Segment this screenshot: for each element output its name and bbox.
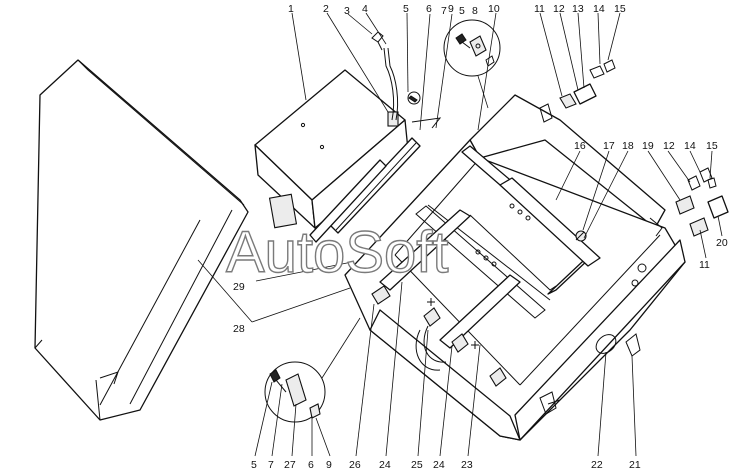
callout-label: 3 [344,5,350,17]
hood-panel [34,59,249,421]
callouts-right: 16 17 18 19 12 14 15 11 20 [574,140,728,271]
callout-label: 1 [288,3,294,15]
callout-label: 22 [591,459,603,471]
detail-circle-bottom [264,317,361,423]
callout-label: 28 [233,323,245,335]
callouts-top: 1 2 3 4 5 7 5 8 6 9 10 11 12 13 14 15 [288,3,626,17]
callout-label: 16 [574,140,586,152]
callout-label: 15 [706,140,718,152]
callout-label: 6 [308,459,314,471]
callout-label: 20 [716,237,728,249]
callout-label: 17 [603,140,615,152]
callout-label: 12 [663,140,675,152]
callout-label: 19 [642,140,654,152]
callout-label: 6 [426,3,432,15]
hold-down-bar [309,91,442,243]
callout-label: 24 [433,459,445,471]
callout-label: 8 [472,5,478,17]
callout-label: 9 [448,3,454,15]
callout-label: 21 [629,459,641,471]
callout-label: 5 [459,5,465,17]
callout-label: 10 [488,3,500,15]
callout-label: 2 [323,3,329,15]
callout-label: 27 [284,459,296,471]
leader-lines [197,12,723,457]
callout-label: 11 [699,259,710,271]
battery-tray-frame [344,94,686,441]
callout-label: 13 [572,3,584,15]
right-hardware [675,167,729,237]
callout-label: 7 [268,459,274,471]
callout-label: 7 [441,5,447,17]
callouts-left: 29 28 [233,281,245,335]
callout-label: 9 [326,459,332,471]
callout-label: 25 [411,459,423,471]
callout-label: 18 [622,140,634,152]
callout-label: 5 [251,459,257,471]
top-right-hardware [559,59,616,109]
callout-label: 14 [593,3,605,15]
callout-label: 4 [362,3,368,15]
detail-circle-top [443,19,501,109]
callout-label: 26 [349,459,361,471]
battery-box-cover [254,69,409,229]
watermark-text: AutoSoft [226,220,448,285]
cable-and-bolt [371,31,399,121]
callout-label: 5 [403,3,409,15]
callouts-bottom: 5 7 27 6 9 26 24 25 24 23 22 21 [251,459,641,471]
callout-label: 24 [379,459,391,471]
callout-label: 15 [614,3,626,15]
callout-label: 29 [233,281,245,293]
callout-label: 23 [461,459,473,471]
callout-label: 14 [684,140,696,152]
callout-label: 11 [534,3,545,15]
callout-label: 12 [553,3,565,15]
